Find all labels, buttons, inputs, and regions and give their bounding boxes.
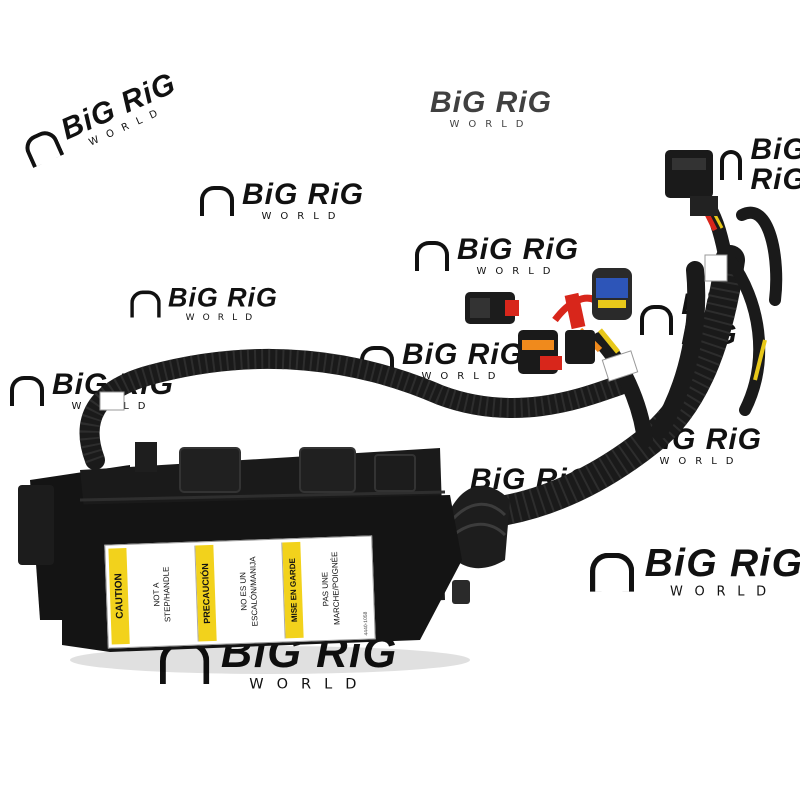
connector-left (465, 292, 519, 324)
connector-orange (518, 330, 562, 374)
part-code: 4440-1058 (362, 611, 370, 636)
logo-mark-icon (200, 186, 234, 216)
caution-panel-en: CAUTION NOT A STEP/HANDLE (108, 545, 199, 645)
main-conduit (79, 348, 630, 470)
logo-mark-icon (130, 290, 161, 318)
logo-mark-icon (415, 241, 449, 271)
connector-top (665, 150, 718, 216)
logo-mark-icon (640, 305, 674, 335)
caution-panel-es: PRECAUCIÓN NO ES UN ESCALÓN/MANIJA (195, 542, 286, 642)
logo-mark-icon (590, 552, 635, 592)
watermark-logo: BiG RiG (720, 135, 800, 195)
connector-blue (592, 268, 632, 320)
caution-label: CAUTION NOT A STEP/HANDLE PRECAUCIÓN NO … (104, 535, 376, 649)
caution-panel-fr: MISE EN GARDE PAS UNE MARCHE/POIGNÉE 444… (282, 539, 371, 639)
logo-mark-icon (720, 150, 743, 180)
logo-mark-icon (10, 376, 44, 406)
